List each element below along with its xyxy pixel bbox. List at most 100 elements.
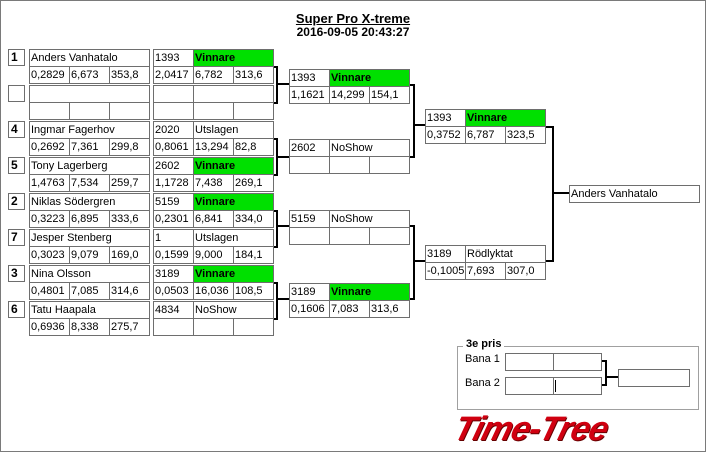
heat3-result-2: 307,0 [505, 262, 546, 280]
heat2-status: NoShow [329, 210, 410, 228]
racer-stat-0 [29, 102, 70, 120]
bracket-connector [410, 225, 425, 300]
bracket-connector [602, 360, 618, 386]
date-time: 2016-09-05 20:43:27 [296, 25, 410, 39]
racer-stat-1: 6,673 [69, 66, 110, 84]
racer-stat-1: 6,895 [69, 210, 110, 228]
racer-stat-0: 0,3223 [29, 210, 70, 228]
heat1-result-1: 6,841 [193, 210, 234, 228]
heat1-result-2: 184,1 [233, 246, 274, 264]
text-cursor [555, 380, 556, 392]
heat2-result-2 [369, 156, 410, 174]
heat2-result-2: 313,6 [369, 300, 410, 318]
heat1-result-1: 7,438 [193, 174, 234, 192]
seed-badge: 3 [8, 265, 25, 282]
heat2-status: Vinnare [329, 69, 410, 87]
heat1-result-2: 82,8 [233, 138, 274, 156]
heat2-id: 5159 [289, 210, 330, 228]
racer-name: Tatu Haapala [29, 301, 150, 319]
heat2-id: 2602 [289, 139, 330, 157]
seed-badge: 7 [8, 229, 25, 246]
heat1-id: 2020 [153, 121, 194, 139]
final-winner: Anders Vanhatalo [569, 185, 700, 203]
heat1-status [193, 85, 274, 103]
heat3-result-0: -0,1005 [425, 262, 466, 280]
heat2-result-2: 154,1 [369, 86, 410, 104]
heat1-result-1 [193, 318, 234, 336]
heat1-result-1: 16,036 [193, 282, 234, 300]
racer-name [29, 85, 150, 103]
heat3-result-1: 7,693 [465, 262, 506, 280]
heat1-result-0: 0,8061 [153, 138, 194, 156]
heat1-id: 1393 [153, 49, 194, 67]
seed-badge: 5 [8, 157, 25, 174]
heat3-result-2: 323,5 [505, 126, 546, 144]
racer-stat-0: 0,2692 [29, 138, 70, 156]
heat3-id: 3189 [425, 245, 466, 263]
racer-stat-1: 7,534 [69, 174, 110, 192]
bracket-connector [546, 126, 569, 262]
racer-stat-2: 275,7 [109, 318, 150, 336]
heat2-id: 3189 [289, 283, 330, 301]
heat1-result-0: 0,2301 [153, 210, 194, 228]
bracket-connector [274, 210, 289, 248]
heat1-status: Vinnare [193, 157, 274, 175]
heat1-result-0: 0,1599 [153, 246, 194, 264]
heat1-result-2 [233, 318, 274, 336]
heat2-status: Vinnare [329, 283, 410, 301]
lane2-label: Bana 2 [465, 377, 500, 389]
heat1-result-0 [153, 318, 194, 336]
heat1-id: 2602 [153, 157, 194, 175]
racer-name: Tony Lagerberg [29, 157, 150, 175]
heat1-result-2: 334,0 [233, 210, 274, 228]
heat3-result-1: 6,787 [465, 126, 506, 144]
heat1-status: Vinnare [193, 193, 274, 211]
heat2-result-1: 7,083 [329, 300, 370, 318]
racer-stat-0: 0,3023 [29, 246, 70, 264]
lane2-id-field[interactable] [505, 377, 554, 395]
heat2-result-0 [289, 227, 330, 245]
racer-stat-0: 0,6936 [29, 318, 70, 336]
heat1-result-2: 313,6 [233, 66, 274, 84]
bracket-connector [410, 84, 425, 158]
seed-badge: 4 [8, 121, 25, 138]
racer-name: Niklas Södergren [29, 193, 150, 211]
heat1-result-1: 9,000 [193, 246, 234, 264]
racer-name: Nina Olsson [29, 265, 150, 283]
heat3-status: Vinnare [465, 109, 546, 127]
heat1-result-0 [153, 102, 194, 120]
heat1-id: 5159 [153, 193, 194, 211]
racer-stat-1: 7,085 [69, 282, 110, 300]
racer-stat-2: 259,7 [109, 174, 150, 192]
heat1-result-2: 269,1 [233, 174, 274, 192]
heat1-result-0: 1,1728 [153, 174, 194, 192]
bracket-connector [274, 282, 289, 320]
heat2-result-0: 0,1606 [289, 300, 330, 318]
heat1-result-0: 2,0417 [153, 66, 194, 84]
bracket-connector [274, 138, 289, 176]
heat2-result-0 [289, 156, 330, 174]
lane1-status-field[interactable] [553, 353, 602, 371]
racer-stat-1: 7,361 [69, 138, 110, 156]
seed-badge: 2 [8, 193, 25, 210]
bracket-connector [274, 66, 289, 104]
racer-name: Jesper Stenberg [29, 229, 150, 247]
racer-name: Anders Vanhatalo [29, 49, 150, 67]
lane2-status-field[interactable] [553, 377, 602, 395]
heat3-id: 1393 [425, 109, 466, 127]
lane1-id-field[interactable] [505, 353, 554, 371]
seed-badge: 1 [8, 49, 25, 66]
heat1-status: Utslagen [193, 229, 274, 247]
seed-badge [8, 85, 25, 102]
heat2-result-0: 1,1621 [289, 86, 330, 104]
heat1-id [153, 85, 194, 103]
racer-stat-2: 333,6 [109, 210, 150, 228]
third-place-group [457, 346, 699, 410]
heat1-result-2: 108,5 [233, 282, 274, 300]
heat3-result-0: 0,3752 [425, 126, 466, 144]
racer-stat-2: 314,6 [109, 282, 150, 300]
heat1-id: 4834 [153, 301, 194, 319]
heat2-result-1 [329, 156, 370, 174]
heat1-id: 3189 [153, 265, 194, 283]
racer-stat-2: 299,8 [109, 138, 150, 156]
